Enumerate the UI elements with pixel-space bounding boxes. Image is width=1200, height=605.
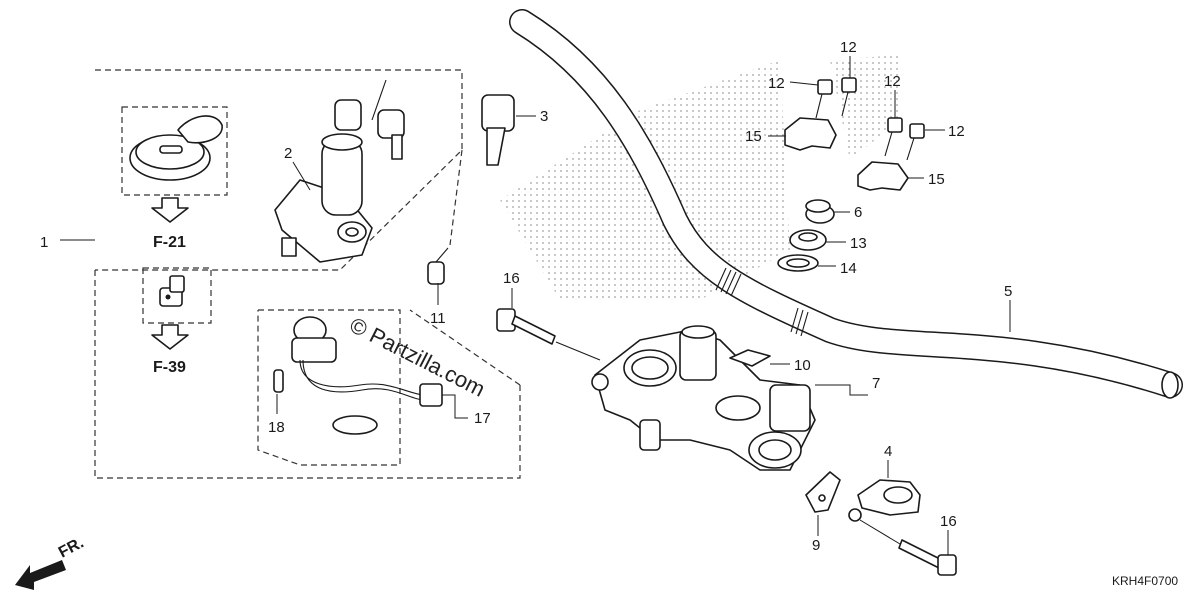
cap-icon-6 [805,199,835,224]
holder-icon-15a [784,117,837,151]
fuel-cap-subbox [121,106,228,196]
bolt-icon-12a [815,79,833,119]
bolt-icon-12c [884,117,903,157]
ignition-group-box [94,69,521,479]
callout-12d: 12 [948,123,965,140]
callout-18: 18 [268,419,285,436]
callout-11: 11 [430,310,446,327]
callout-7: 7 [872,375,880,392]
front-marker-label: FR. [56,534,87,561]
nut-icon-13 [789,229,827,251]
arrow-down-icon-f21 [151,197,189,223]
reference-f21: F-21 [153,234,186,251]
callout-4: 4 [884,443,892,460]
handlebar-knurl-left [715,267,742,297]
callout-5: 5 [1004,283,1012,300]
fuel-cap-icon [129,115,223,181]
key-icon [481,94,515,166]
bolt-icon-16b [859,519,957,576]
callout-6: 6 [854,204,862,221]
washer-icon-14 [777,254,819,272]
f39-subbox [142,267,212,324]
clip-icon-f39 [159,275,185,307]
clamp-icon-4 [848,479,921,522]
bolt-icon-12b [841,77,857,117]
callout-15b: 15 [928,171,945,188]
watermark: © Partzilla.com [346,312,489,402]
callout-12a: 12 [768,75,785,92]
callout-9: 9 [812,537,820,554]
top-bridge-icon [591,325,816,471]
callout-12c: 12 [884,73,901,90]
callout-16a: 16 [503,270,520,287]
callout-15a: 15 [745,128,762,145]
bolt-icon-16a [496,308,601,361]
callout-12b: 12 [840,39,857,56]
callout-1: 1 [40,234,48,251]
callout-3: 3 [540,108,548,125]
screw-icon-11 [427,247,449,285]
switch-subbox [257,309,401,466]
front-arrow-icon [15,560,66,590]
reference-f39: F-39 [153,359,186,376]
handlebar [509,9,1183,399]
arrow-down-icon-f39 [151,324,189,350]
screw-icon-18 [273,369,284,393]
holder-icon-15b [857,161,909,191]
callout-17: 17 [474,410,491,427]
wiring-switch-icon [291,316,443,435]
ignition-switch-icon [274,79,405,263]
handlebar-knurl-right [790,307,809,337]
callout-16b: 16 [940,513,957,530]
callout-13: 13 [850,235,867,252]
drawing-code: KRH4F0700 [1112,574,1178,588]
callout-2: 2 [284,145,292,162]
callout-14: 14 [840,260,857,277]
bolt-icon-12d [906,123,925,161]
rubber-pad-icon [729,349,771,367]
callout-10: 10 [794,357,811,374]
plate-icon-9 [805,471,841,513]
